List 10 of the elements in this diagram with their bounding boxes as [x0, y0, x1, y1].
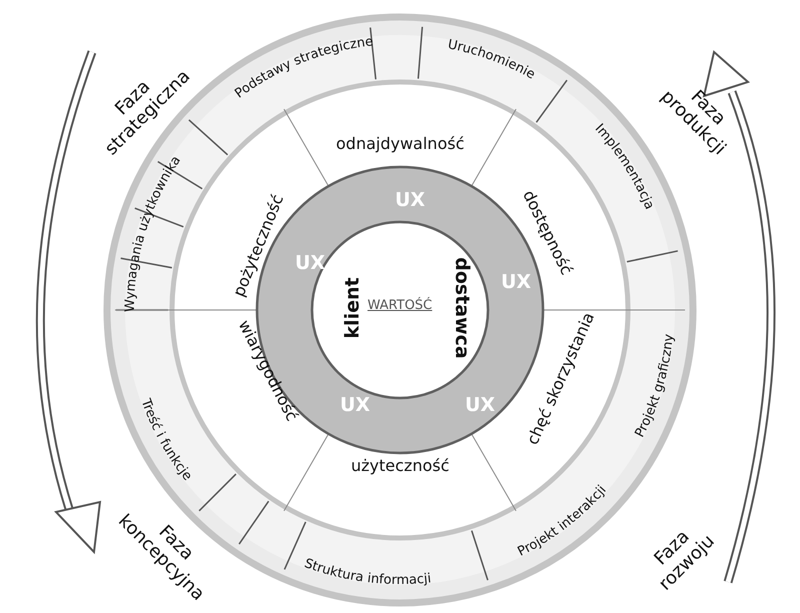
quality-label: odnajdywalność — [336, 134, 464, 152]
ux-label: UX — [465, 394, 496, 416]
value-label: WARTOŚĆ — [368, 298, 432, 312]
center-label: dostawca — [450, 257, 473, 359]
quality-label: użyteczność — [351, 456, 450, 474]
ux-label: UX — [395, 189, 426, 211]
ux-label: UX — [340, 394, 370, 416]
ux-label: UX — [501, 271, 532, 293]
ux-label: UX — [295, 252, 326, 274]
center-label: klient — [341, 277, 364, 339]
